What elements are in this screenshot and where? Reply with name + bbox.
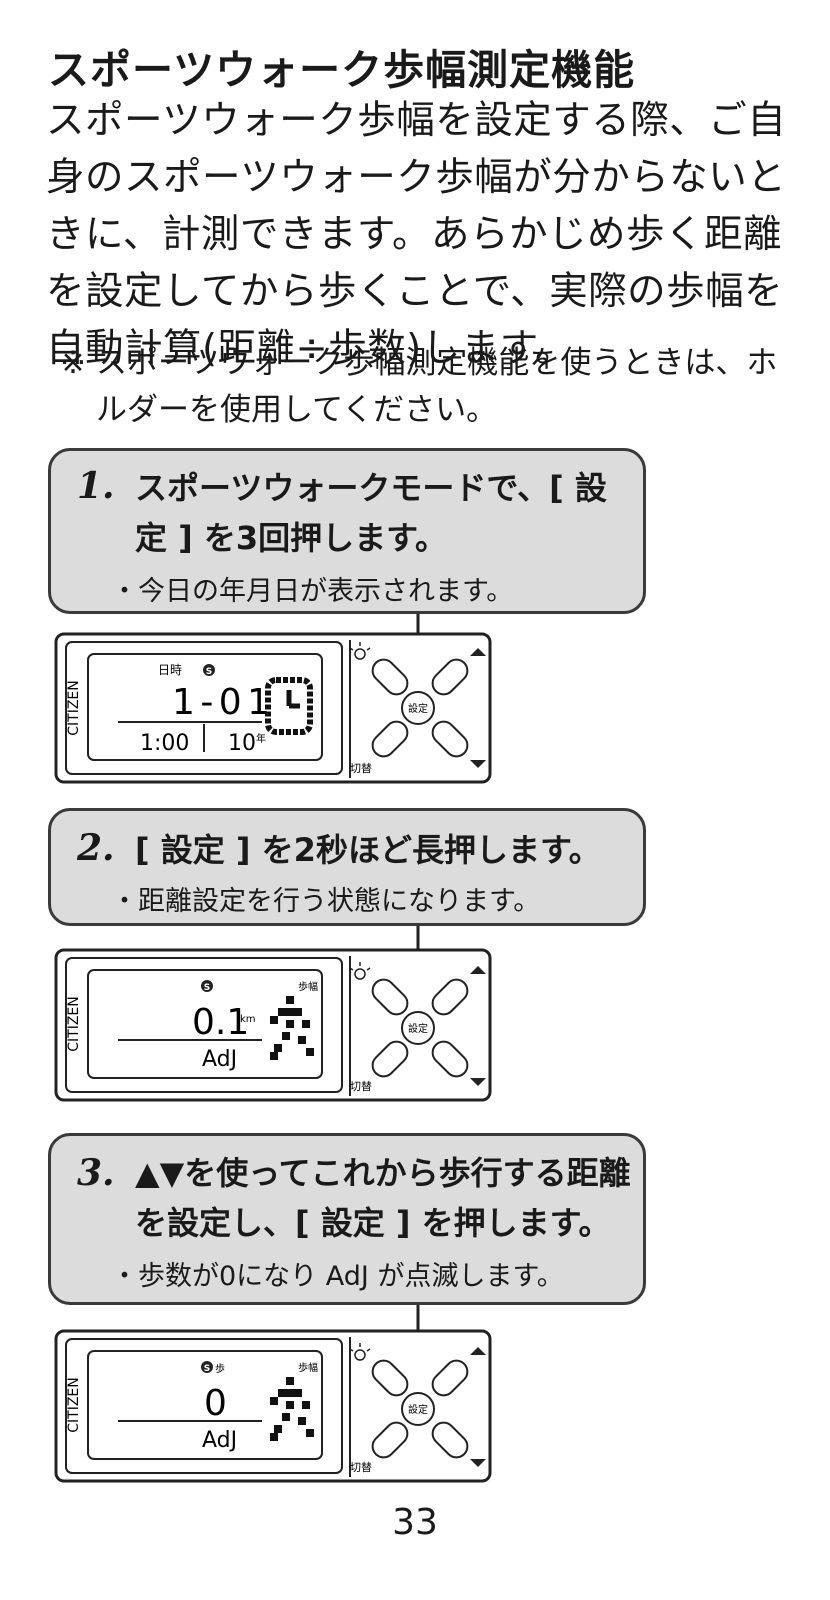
switch-button[interactable]: [368, 1037, 412, 1081]
switch-label: 切替: [350, 761, 372, 775]
up-triangle-icon: [470, 1347, 486, 1355]
pedometer-diagram-3: CITIZEN S 歩 歩幅 0 AdJ 設定 切替: [54, 1305, 492, 1483]
light-icon: [349, 642, 371, 660]
lcd-top-label: 歩幅: [298, 980, 318, 993]
light-icon: [349, 1343, 371, 1361]
step-text: [ 設定 ] を2秒ほど長押します。: [135, 831, 601, 869]
lcd-sub-right: 10: [228, 731, 256, 756]
switch-button[interactable]: [368, 1418, 412, 1462]
brand-label: CITIZEN: [66, 996, 82, 1052]
lcd-top-label: 歩幅: [298, 1361, 318, 1374]
set-button-label: 設定: [408, 1022, 428, 1035]
note-mark: ※: [60, 345, 86, 381]
lcd-sub: AdJ: [202, 1047, 237, 1072]
down-button[interactable]: [428, 717, 472, 761]
lcd-top-label: 日時: [158, 663, 182, 677]
lcd-steps-label: 歩: [215, 1362, 225, 1375]
switch-label: 切替: [350, 1460, 372, 1474]
step-number: 1.: [77, 465, 115, 507]
page-title: スポーツウォーク歩幅測定機能: [48, 46, 636, 94]
set-button-label: 設定: [408, 702, 428, 715]
up-button[interactable]: [428, 975, 472, 1019]
step-sub: ・距離設定を行う状態になります。: [111, 886, 541, 917]
light-button[interactable]: [368, 975, 412, 1019]
pedometer-diagram-1: CITIZEN 日時 S 1-01 1:00 10 年 設定 切替: [54, 614, 492, 784]
step-1-box: 1. スポーツウォークモードで、[ 設定 ] を3回押します。 ・今日の年月日が…: [48, 448, 646, 614]
s-mark-icon: [201, 1361, 213, 1373]
switch-label: 切替: [350, 1079, 372, 1093]
lcd-sub-left: 1:00: [140, 731, 189, 756]
down-triangle-icon: [470, 1078, 486, 1086]
lcd-sub: AdJ: [202, 1428, 237, 1453]
lcd-unit: 年: [256, 732, 266, 745]
lcd-unit: km: [240, 1014, 256, 1025]
light-icon: [349, 962, 371, 980]
note: ※ スポーツウォーク歩幅測定機能を使うときは、ホルダーを使用してください。: [60, 340, 800, 434]
pedometer-diagram-2: CITIZEN S 歩幅 0.1 km AdJ 設定 切替: [54, 926, 492, 1102]
set-button-label: 設定: [408, 1403, 428, 1416]
step-sub: ・今日の年月日が表示されます。: [111, 576, 514, 607]
step-number: 2.: [77, 827, 115, 869]
down-triangle-icon: [470, 1459, 486, 1467]
clock-icon: [265, 677, 313, 735]
s-mark: S: [204, 983, 210, 993]
up-button[interactable]: [428, 655, 472, 699]
page-number: 33: [392, 1502, 438, 1543]
lcd-main: 1-01: [172, 682, 270, 723]
lcd-main: 0.1: [192, 1002, 249, 1043]
up-button[interactable]: [428, 1356, 472, 1400]
walker-icon: [270, 996, 314, 1060]
step-sub: ・歩数が0になり AdJ が点滅します。: [111, 1261, 564, 1292]
light-button[interactable]: [368, 1356, 412, 1400]
brand-label: CITIZEN: [66, 680, 82, 736]
down-button[interactable]: [428, 1037, 472, 1081]
light-button[interactable]: [368, 655, 412, 699]
step-number: 3.: [77, 1152, 115, 1194]
step-2-box: 2. [ 設定 ] を2秒ほど長押します。 ・距離設定を行う状態になります。: [48, 808, 646, 926]
lcd-main: 0: [204, 1383, 227, 1424]
intro-paragraph: スポーツウォーク歩幅を設定する際、ご自身のスポーツウォーク歩幅が分からないときに…: [46, 98, 787, 371]
set-button[interactable]: [401, 691, 435, 725]
up-triangle-icon: [470, 648, 486, 656]
down-button[interactable]: [428, 1418, 472, 1462]
set-button[interactable]: [401, 1011, 435, 1045]
step-text: ▲▼を使ってこれから歩行する距離を設定し、[ 設定 ] を押します。: [135, 1154, 631, 1242]
s-mark: S: [204, 1364, 210, 1374]
step-3-box: 3. ▲▼を使ってこれから歩行する距離を設定し、[ 設定 ] を押します。 ・歩…: [48, 1133, 646, 1305]
switch-button[interactable]: [368, 717, 412, 761]
up-triangle-icon: [470, 966, 486, 974]
down-triangle-icon: [470, 760, 486, 768]
s-mark-icon: [201, 980, 213, 992]
brand-label: CITIZEN: [66, 1377, 82, 1433]
walker-icon: [270, 1377, 314, 1441]
set-button[interactable]: [401, 1392, 435, 1426]
step-text: スポーツウォークモードで、[ 設定 ] を3回押します。: [135, 469, 607, 557]
note-text: スポーツウォーク歩幅測定機能を使うときは、ホルダーを使用してください。: [96, 345, 778, 428]
s-mark-icon: [203, 664, 215, 676]
s-mark: S: [206, 667, 212, 677]
